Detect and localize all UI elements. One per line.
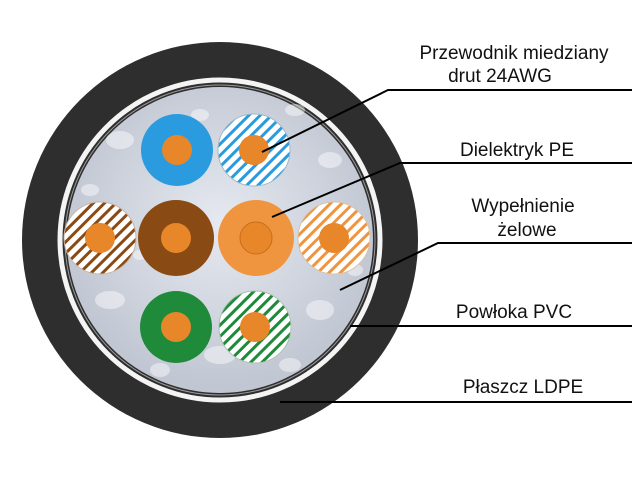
copper-conductor bbox=[239, 135, 269, 165]
copper-conductor bbox=[85, 223, 115, 253]
leader-line-filler bbox=[339, 242, 632, 291]
label-pvc: Powłoka PVC bbox=[456, 302, 572, 323]
copper-conductor bbox=[161, 223, 191, 253]
wire-orange bbox=[218, 200, 294, 276]
copper-conductor bbox=[240, 312, 270, 342]
wire-brown bbox=[138, 200, 214, 276]
wire-green bbox=[140, 291, 212, 363]
wire-white-green bbox=[218, 290, 292, 364]
label-filler-line2: żelowe bbox=[497, 220, 556, 241]
copper-conductor bbox=[319, 223, 349, 253]
copper-conductor bbox=[162, 135, 192, 165]
wire-white-orange bbox=[297, 201, 371, 275]
copper-conductor bbox=[161, 312, 191, 342]
copper-conductor bbox=[239, 221, 273, 255]
wire-white-brown bbox=[63, 201, 137, 275]
label-dielectric: Dielektryk PE bbox=[460, 140, 574, 161]
wire-white-blue bbox=[217, 113, 291, 187]
label-conductor-line2: drut 24AWG bbox=[448, 66, 552, 87]
label-conductor-line1: Przewodnik miedziany bbox=[419, 43, 609, 64]
leader-line-conductor bbox=[261, 89, 632, 153]
pvc-sheath-ring bbox=[57, 77, 383, 403]
label-filler-line1: Wypełnienie bbox=[471, 196, 574, 217]
label-jacket: Płaszcz LDPE bbox=[463, 377, 583, 398]
leader-line-dielectric bbox=[271, 162, 632, 218]
wire-blue bbox=[141, 114, 213, 186]
